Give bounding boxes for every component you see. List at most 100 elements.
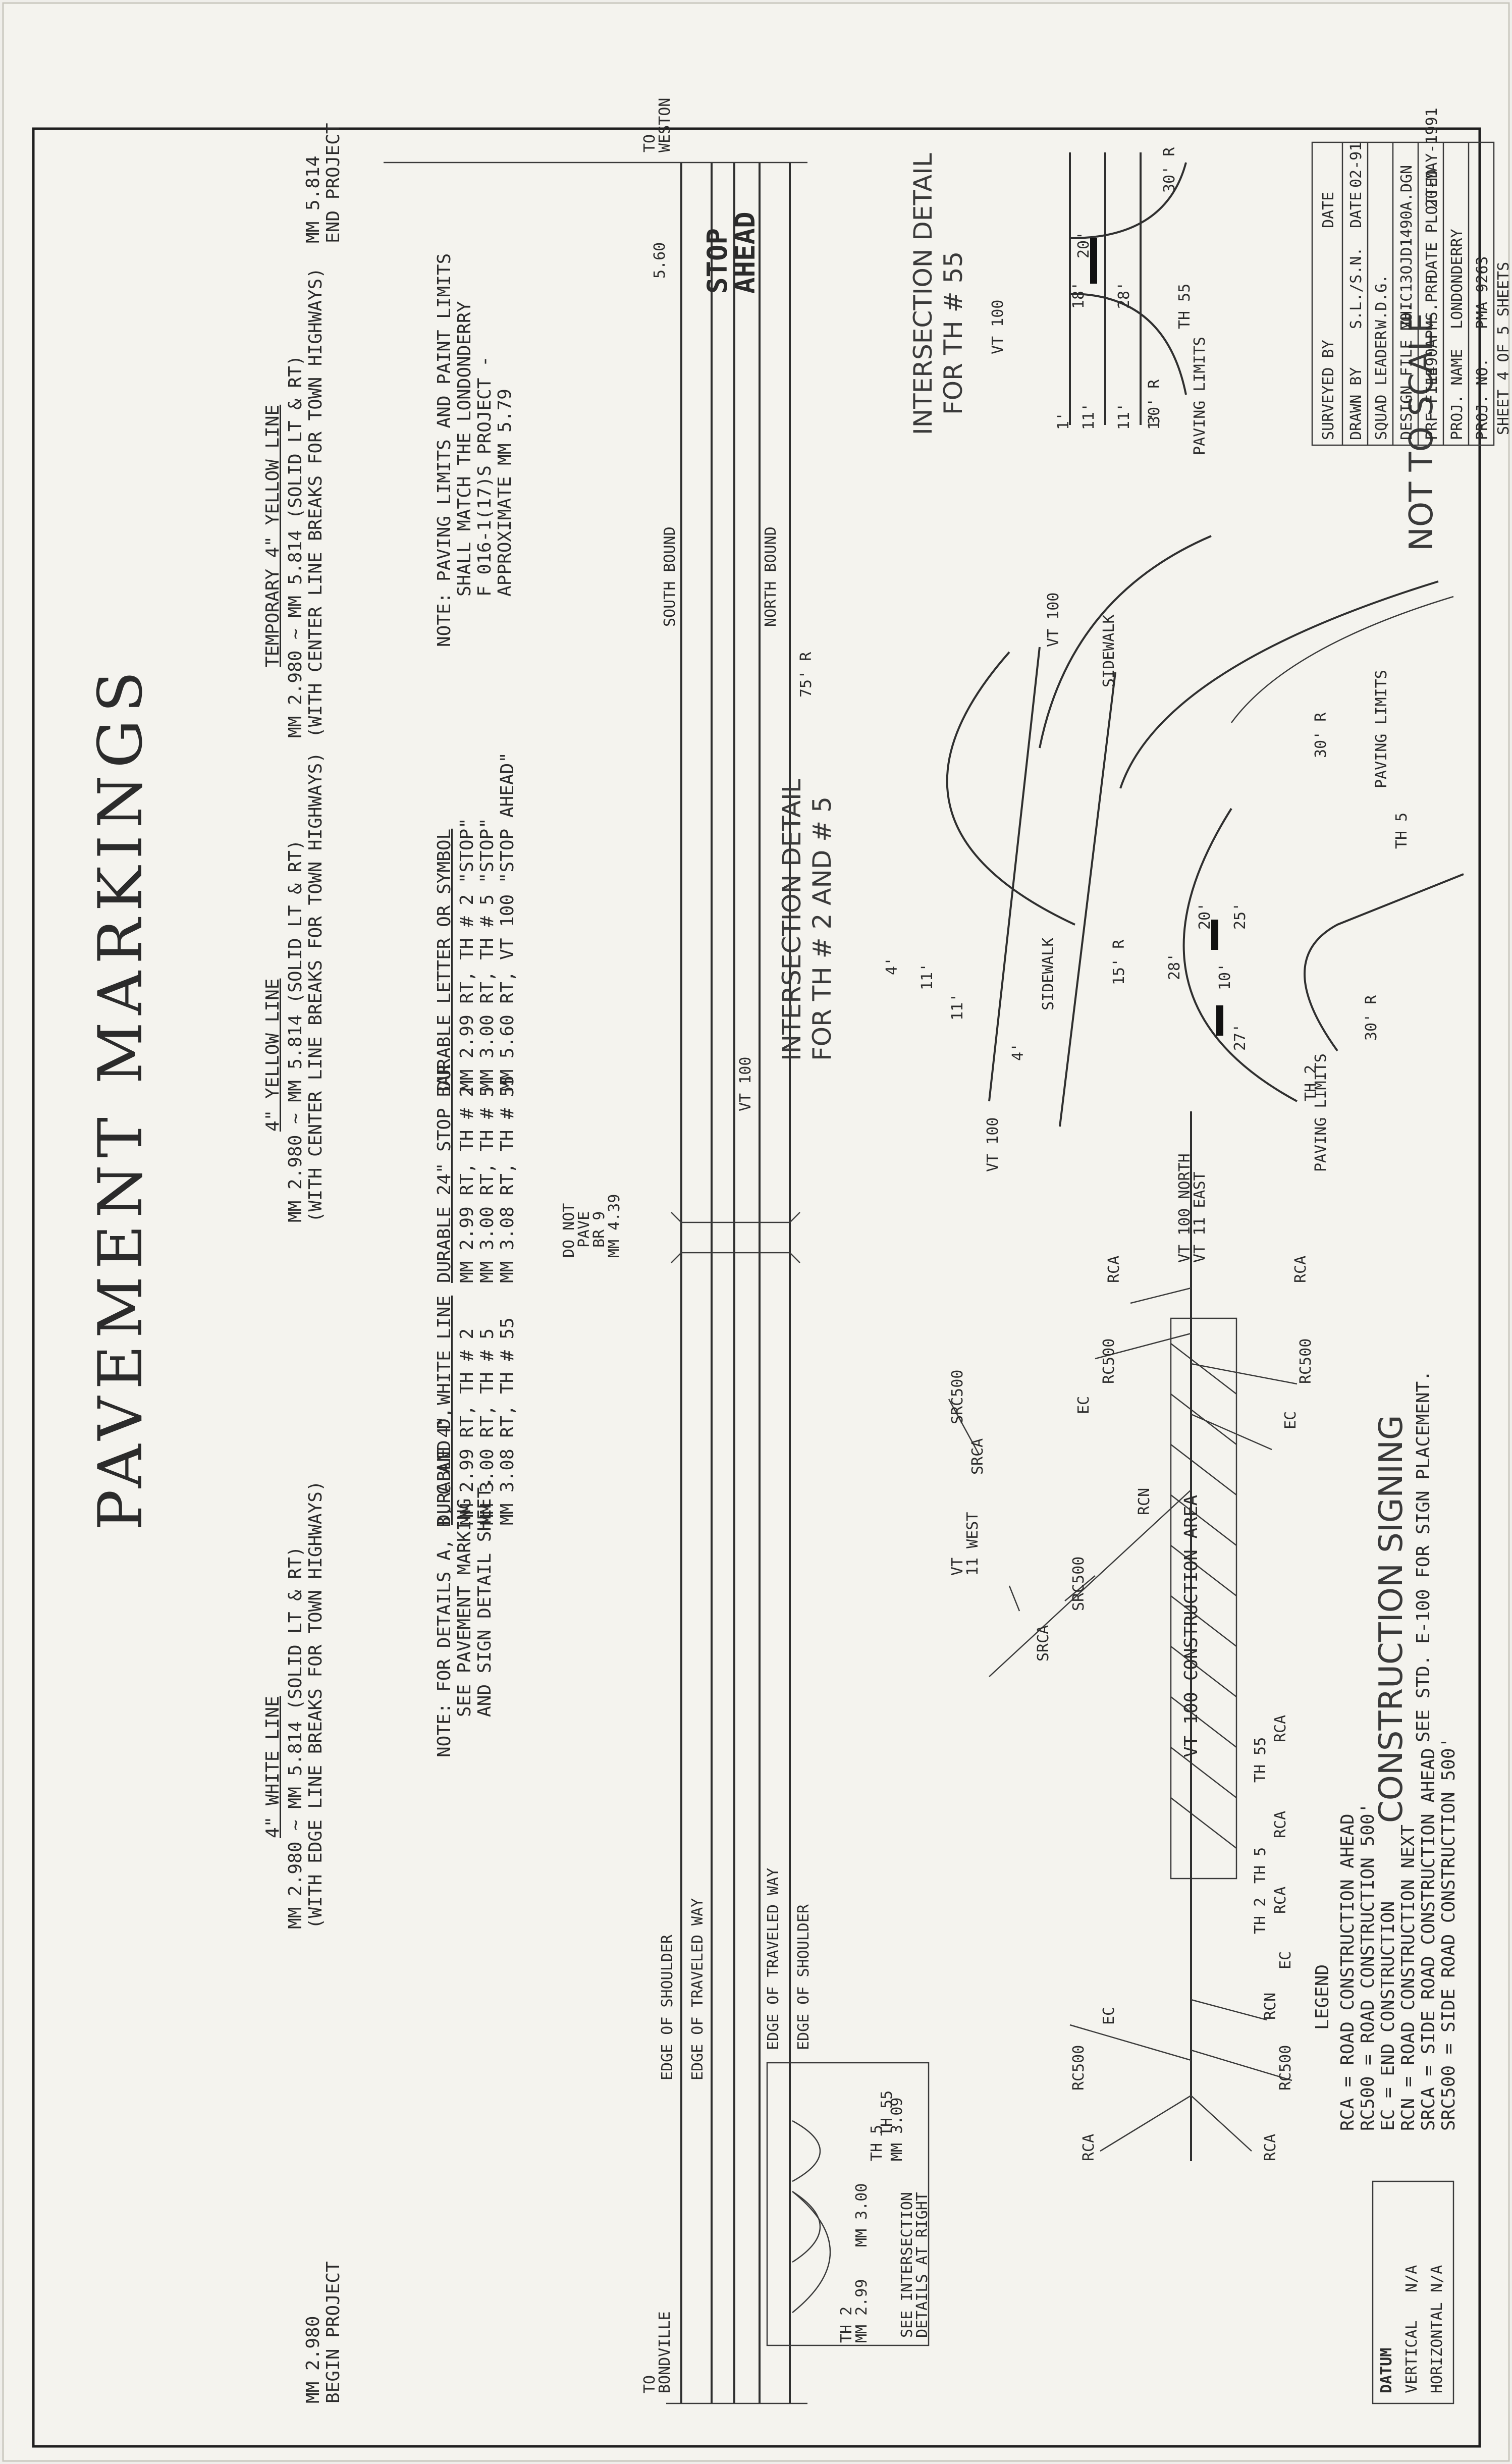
detail1-10: 10' <box>1216 962 1234 990</box>
tb-r2-label: DRAWN BY <box>1347 367 1365 441</box>
sign-rca-6: RCA <box>1105 1255 1123 1283</box>
end-mm: MM 5.814 <box>303 155 323 243</box>
tb-r1-date: DATE <box>1320 191 1337 228</box>
datum-box-lines <box>1372 2180 1454 2404</box>
sign-rca-4: RCA <box>1272 1810 1289 1838</box>
mm-560-label: 5.60 <box>651 242 669 279</box>
sign-ec-1: EC <box>1100 2006 1118 2025</box>
end-label: END PROJECT <box>323 123 344 243</box>
durable-white-2: MM 3.00 RT, TH # 5 <box>477 1328 498 1525</box>
details-note-2: SEE PAVEMENT MARKING <box>454 1498 475 1717</box>
detail1-11b: 11' <box>919 962 936 990</box>
detail1-28: 28' <box>1166 952 1183 980</box>
detail2-11a: 11' <box>1080 402 1098 430</box>
sign-rca-2: RCA <box>1262 2133 1279 2161</box>
town-highway-sketch <box>766 2062 930 2346</box>
detail1-75r: 75' R <box>797 652 815 698</box>
temp-yellow-heading: TEMPORARY 4" YELLOW LINE <box>262 404 283 667</box>
sign-srca-1: SRCA <box>1035 1625 1052 1662</box>
sign-rca-1: RCA <box>1080 2133 1098 2161</box>
sign-ec-4: EC <box>1282 1411 1300 1429</box>
white-line-text-1: MM 2.980 ~ MM 5.814 (SOLID LT & RT) <box>285 1546 306 1929</box>
paving-note-2: SHALL MATCH THE LONDONDERRY <box>454 301 475 597</box>
edge-shoulder-label-top: EDGE OF SHOULDER <box>659 1935 676 2080</box>
vt11-east-label: VT 11 EAST <box>1191 1171 1209 1263</box>
letter-symbol-3: MM 5.60 RT, VT 100 "STOP AHEAD" <box>497 752 518 1091</box>
temp-yellow-text-2: (WITH CENTER LINE BREAKS FOR TOWN HIGHWA… <box>305 267 326 738</box>
detail2-28: 28' <box>1115 281 1133 309</box>
stop-pavement-word: STOP <box>701 228 733 294</box>
tb-r2-datelabel: DATE <box>1347 191 1365 228</box>
letter-symbol-1: MM 2.99 RT, TH # 2 "STOP" <box>457 818 477 1091</box>
stop-bar-heading: DURABLE 24" STOP BAR <box>434 1064 455 1283</box>
datum-title: DATUM <box>1378 2347 1395 2393</box>
sign-src500-2: SRC500 <box>949 1369 966 1424</box>
detail1-30r-b: 30' R <box>1312 712 1330 758</box>
detail2-th55: TH 55 <box>1176 283 1194 329</box>
yellow-line-text-1: MM 2.980 ~ MM 5.814 (SOLID LT & RT) <box>285 839 306 1222</box>
detail1-vt100-b: VT 100 <box>1045 592 1062 647</box>
construction-signing-subheading: SEE STD. E-100 FOR SIGN PLACEMENT. <box>1413 1370 1434 1742</box>
construction-signing-heading: CONSTRUCTION SIGNING <box>1373 1415 1410 1823</box>
tb-r5-date: 20-MAY-1991 <box>1423 108 1441 208</box>
road-name-vt100: VT 100 <box>737 1056 754 1111</box>
sign-srca-2: SRCA <box>969 1438 987 1475</box>
tb-r2-date: 02-91 <box>1347 142 1365 188</box>
sign-rcn-1: RCN <box>1262 1992 1279 2020</box>
detail2-20: 20' <box>1075 231 1093 258</box>
stop-bar-th55 <box>1090 238 1097 284</box>
sign-th5: TH 5 <box>1252 1847 1269 1884</box>
stop-bar-1: MM 2.99 RT, TH # 2 <box>457 1086 477 1283</box>
legend-title: LEGEND <box>1312 1964 1333 2030</box>
detail1-4a: 4' <box>1009 1042 1027 1061</box>
sign-th55: TH 55 <box>1252 1737 1269 1783</box>
sign-rc500-3: RC500 <box>1100 1338 1118 1384</box>
legend-item-3: EC = END CONSTRUCTION <box>1378 1901 1398 2131</box>
detail1-title-1: INTERSECTION DETAIL <box>777 779 806 1061</box>
durable-white-heading: DURABLE 4" WHITE LINE <box>434 1295 455 1525</box>
south-bound-label: SOUTH BOUND <box>661 526 679 627</box>
th5-mm: MM 3.00 <box>853 2183 871 2247</box>
tb-r7-value: PMA 9263 <box>1474 256 1491 330</box>
vt11-west-2: 11 WEST <box>964 1512 982 1576</box>
sign-rca-5: RCA <box>1272 1715 1289 1742</box>
temp-yellow-text-1: MM 2.980 ~ MM 5.814 (SOLID LT & RT) <box>285 355 306 738</box>
north-bound-label: NORTH BOUND <box>762 526 780 627</box>
ahead-pavement-word: AHEAD <box>729 211 761 294</box>
tb-r5-value: 1490APMS.PRF <box>1423 275 1441 385</box>
detail1-sidewalk-a: SIDEWALK <box>1040 937 1057 1011</box>
detail2-1b: 1' <box>1146 411 1163 430</box>
durable-white-1: MM 2.99 RT, TH # 2 <box>457 1328 477 1525</box>
detail1-paving-limits-a: PAVING LIMITS <box>1312 1053 1330 1172</box>
detail1-20: 20' <box>1196 902 1214 930</box>
construction-area-hatch <box>1170 1343 1237 1849</box>
detail2-paving-limits: PAVING LIMITS <box>1191 337 1209 455</box>
see-intersection-2: DETAILS AT RIGHT <box>913 2192 931 2338</box>
detail1-title-2: FOR TH # 2 AND # 5 <box>807 796 837 1061</box>
detail1-paving-limits-b: PAVING LIMITS <box>1373 670 1390 788</box>
tb-r3-label: SQUAD LEADER <box>1373 331 1390 440</box>
detail2-title-1: INTERSECTION DETAIL <box>908 153 938 435</box>
begin-mm: MM 2.980 <box>303 2316 323 2403</box>
letter-symbol-heading: DURABLE LETTER OR SYMBOL <box>434 828 455 1091</box>
detail2-18: 18' <box>1070 281 1088 309</box>
legend-item-6: SRC500 = SIDE ROAD CONSTRUCTION 500' <box>1438 1737 1459 2131</box>
detail2-vt100: VT 100 <box>989 299 1007 354</box>
paving-note-1: NOTE: PAVING LIMITS AND PAINT LIMITS <box>434 253 455 647</box>
edge-shoulder-label-bottom: EDGE OF SHOULDER <box>795 1904 813 2050</box>
construction-area-label: VT 100 CONSTRUCTION AREA <box>1181 1494 1202 1757</box>
detail2-1a: 1' <box>1055 411 1072 430</box>
detail2-30r-b: 30' R <box>1161 147 1178 193</box>
tb-r6-label: PROJ. NAME <box>1448 349 1466 440</box>
tb-r1-label: SURVEYED BY <box>1320 340 1337 440</box>
detail1-11a: 11' <box>949 993 966 1021</box>
sign-rca-7: RCA <box>1292 1255 1310 1283</box>
legend-item-5: SRCA = SIDE ROAD CONSTRUCTION AHEAD <box>1418 1748 1439 2131</box>
tb-r7-label: PROJ. NO. <box>1474 358 1491 440</box>
title-block-lines <box>1311 141 1495 446</box>
sign-th2: TH 2 <box>1252 1897 1269 1934</box>
letter-symbol-2: MM 3.00 RT, TH # 5 "STOP" <box>477 818 498 1091</box>
bridge-note-4: MM 4.39 <box>606 1194 623 1258</box>
